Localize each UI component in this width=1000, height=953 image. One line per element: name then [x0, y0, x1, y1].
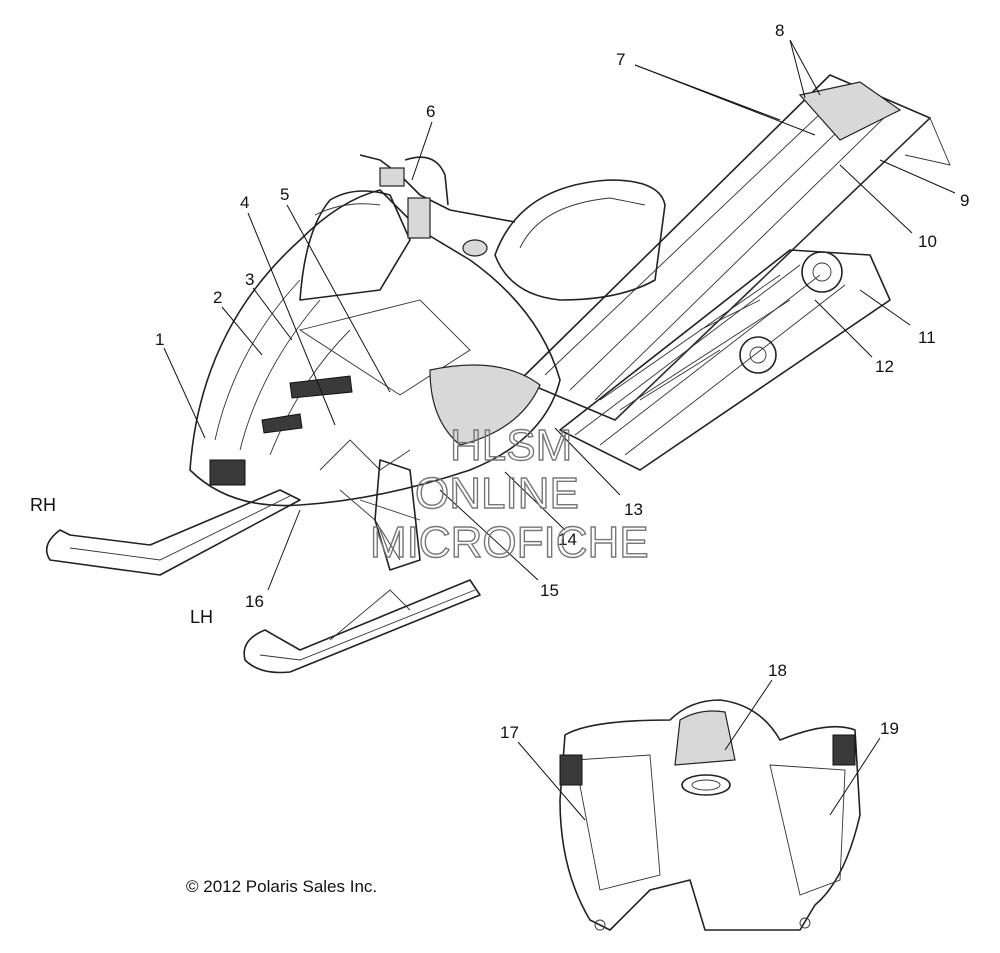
snowmobile-drawing: [45, 74, 951, 674]
callout-labels: 1 2 3 4 5 6 7 8 9 10 11 12 13 14 15 16 1…: [155, 21, 969, 742]
callout-4: 4: [240, 193, 249, 212]
callout-11: 11: [918, 328, 936, 347]
callout-5: 5: [280, 185, 289, 204]
callout-3: 3: [245, 270, 254, 289]
watermark-line-1: HLSM: [450, 421, 572, 470]
right-hand-label: RH: [30, 495, 56, 515]
leader-lines: [163, 39, 956, 821]
callout-15: 15: [540, 581, 559, 600]
callout-1: 1: [155, 330, 164, 349]
callout-12: 12: [875, 357, 894, 376]
callout-18: 18: [768, 661, 787, 680]
callout-10: 10: [918, 232, 937, 251]
callout-2: 2: [213, 288, 222, 307]
callout-14: 14: [558, 530, 577, 549]
callout-7: 7: [616, 50, 625, 69]
watermark-line-3: MICROFICHE: [370, 518, 649, 567]
callout-16: 16: [245, 592, 264, 611]
copyright-notice: © 2012 Polaris Sales Inc.: [186, 877, 377, 896]
watermark-line-2: ONLINE: [415, 469, 579, 518]
callout-8: 8: [775, 21, 784, 40]
callout-13: 13: [624, 500, 643, 519]
left-hand-label: LH: [190, 607, 213, 627]
callout-17: 17: [500, 723, 519, 742]
callout-19: 19: [880, 719, 899, 738]
hood-panel-drawing: [559, 699, 861, 931]
watermark: HLSM ONLINE MICROFICHE: [369, 420, 649, 567]
callout-9: 9: [960, 191, 969, 210]
callout-6: 6: [426, 102, 435, 121]
